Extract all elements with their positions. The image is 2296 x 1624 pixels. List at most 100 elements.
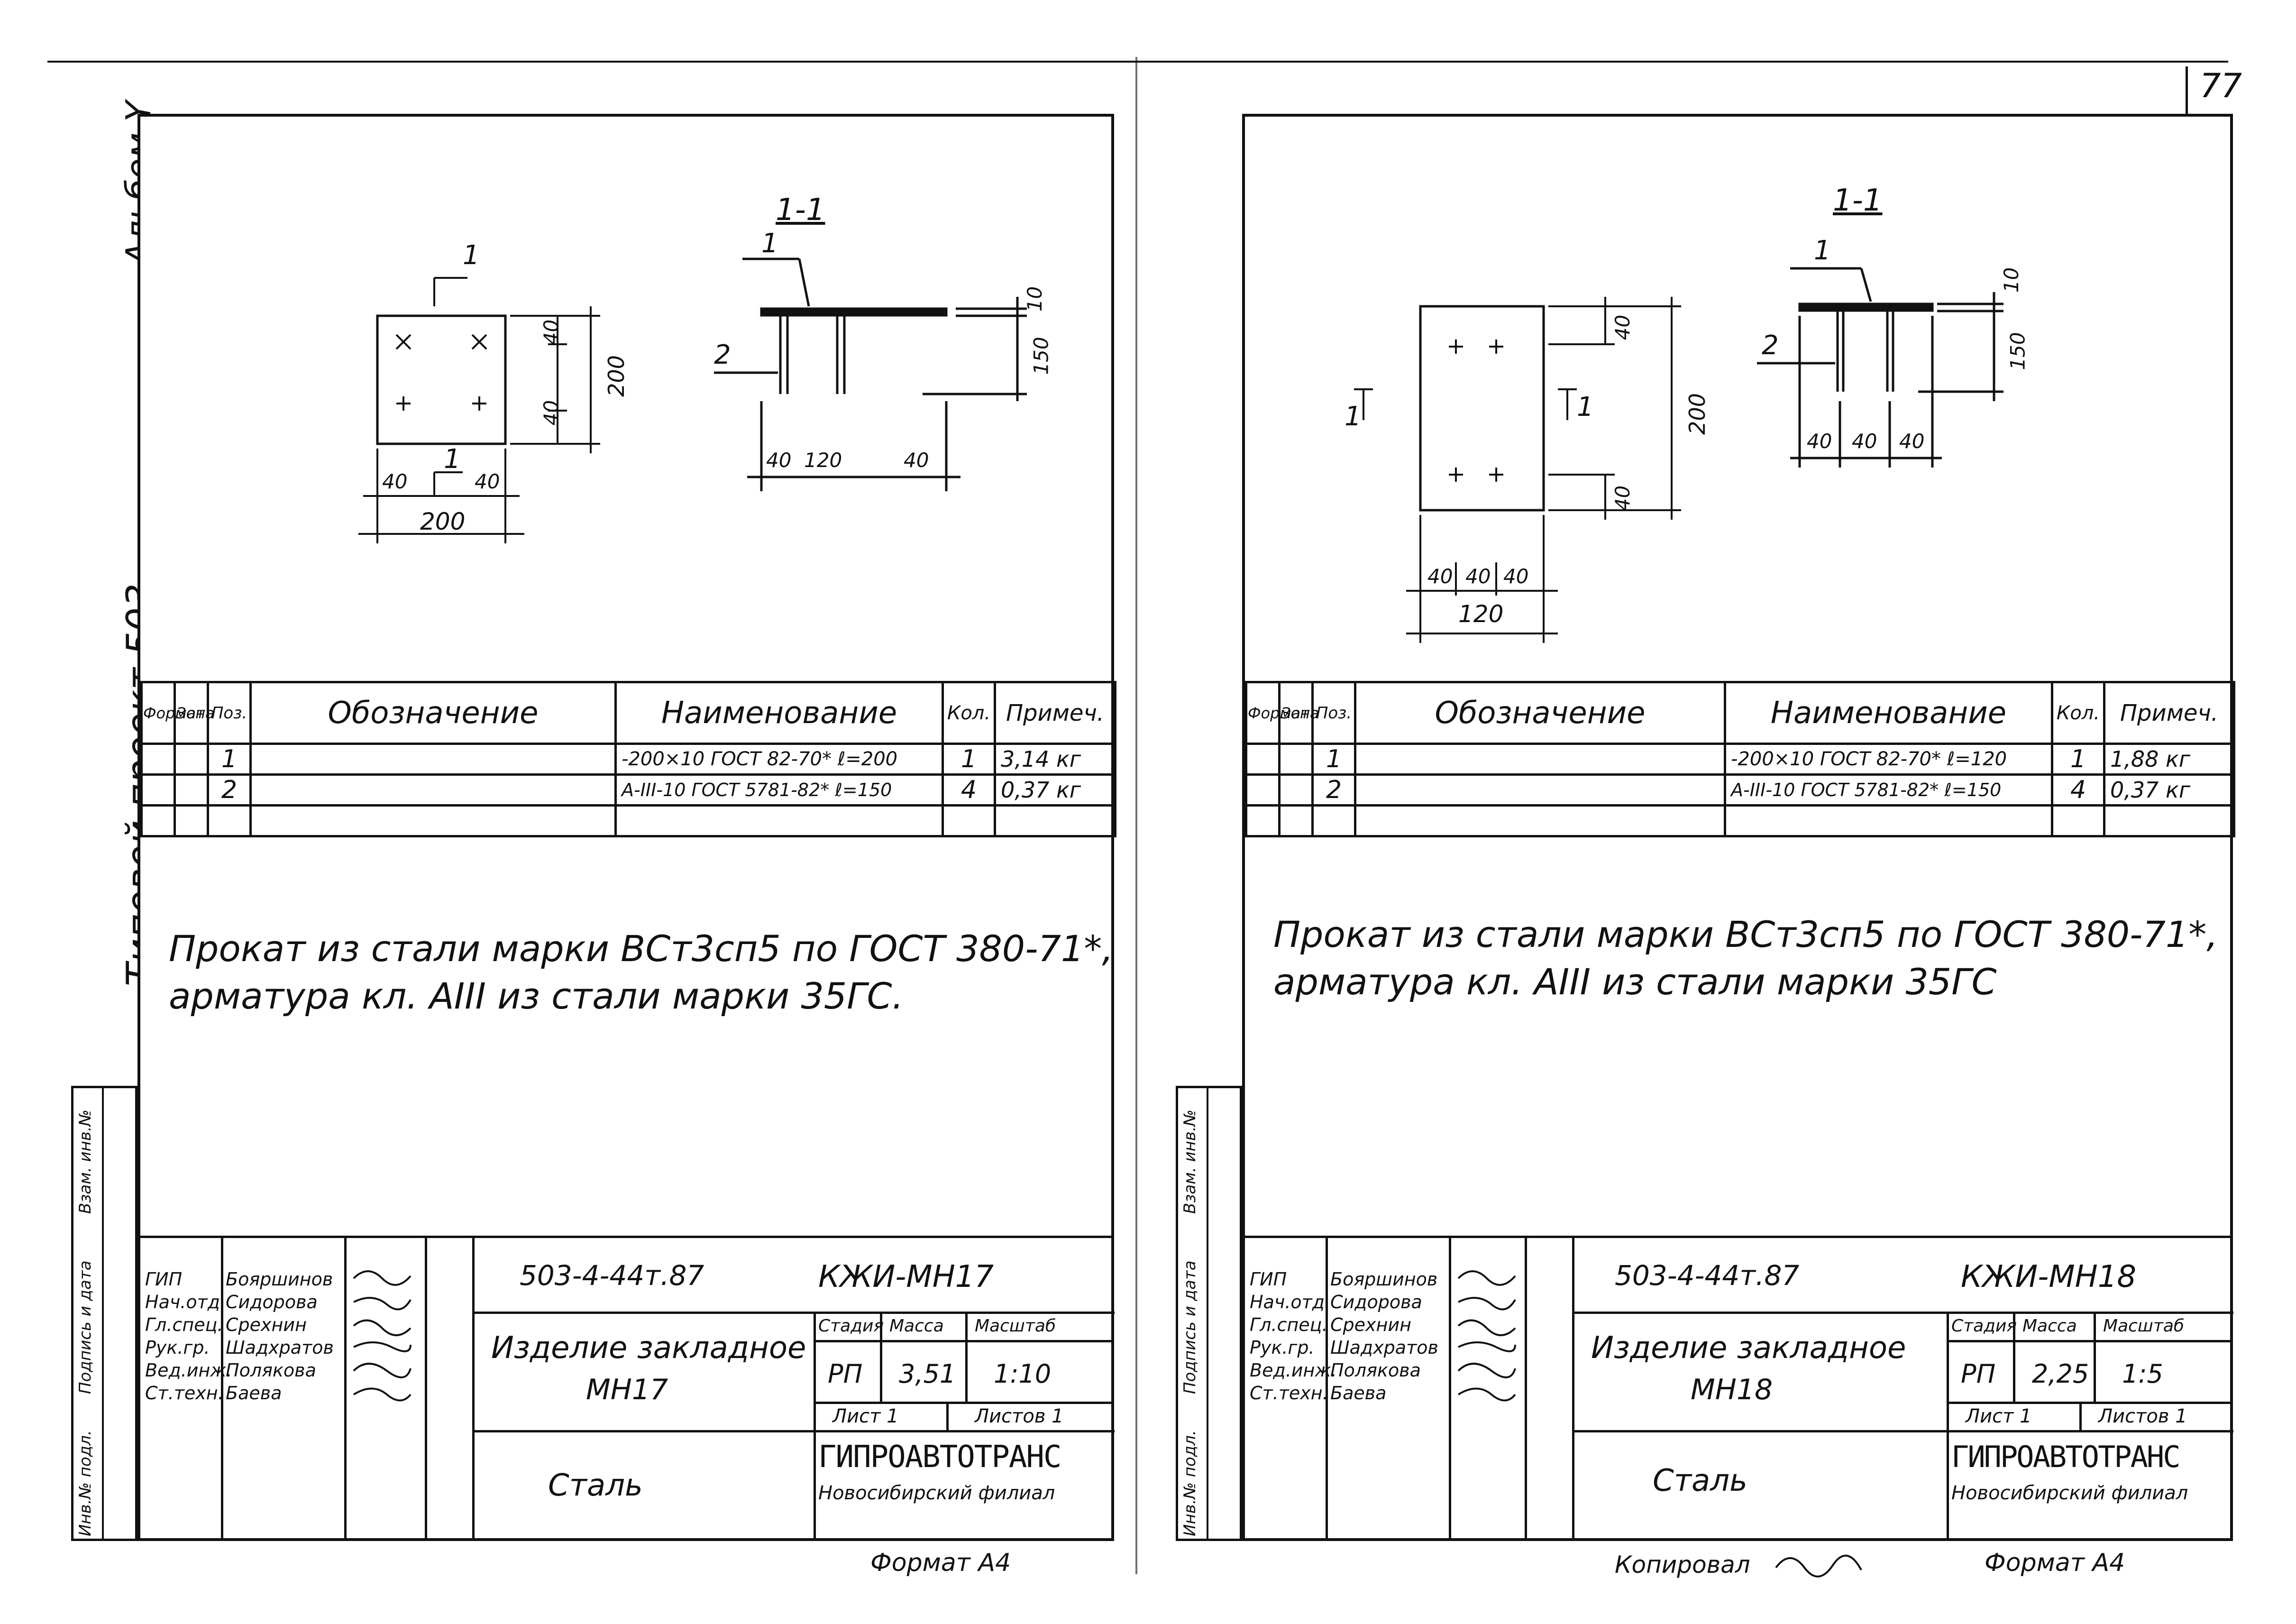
left-row2-qty: 4 (942, 773, 996, 807)
left-stamp-hline-3 (814, 1340, 1112, 1342)
left-section-view (714, 257, 1027, 491)
left-stamp-code: 503-4-44т.87 (520, 1259, 704, 1292)
right-row1-pos: 1 (1311, 743, 1356, 776)
left-margin-label-1: Подпись и дата (76, 1260, 95, 1394)
right-plan-cut-left: 1 (1345, 401, 1362, 432)
right-stamp-vline-1 (1326, 1236, 1328, 1541)
left-stamp-mass-label: Масса (889, 1316, 944, 1336)
right-stamp-sheet-code: КЖИ-МН18 (1961, 1259, 2137, 1294)
right-role-4: Вед.инж. (1250, 1360, 1337, 1381)
right-role-1: Нач.отд. (1250, 1292, 1331, 1312)
left-hdr-name: Наименование (614, 681, 944, 745)
left-margin-divider (102, 1086, 104, 1541)
right-stamp-hline-3 (1947, 1340, 2231, 1342)
right-stamp-vline-2 (1449, 1236, 1451, 1541)
left-stamp-scale: 1:10 (994, 1359, 1052, 1389)
left-plan-edge-right-dim: 40 (475, 470, 500, 493)
left-section-d-right: 40 (904, 449, 929, 472)
left-stamp-vline-3 (425, 1236, 427, 1541)
right-name-2: Срехнин (1330, 1314, 1411, 1335)
right-section-d1: 40 (1807, 430, 1832, 453)
left-role-0: ГИП (145, 1269, 183, 1290)
left-stamp-vline-8 (946, 1402, 949, 1430)
left-role-3: Рук.гр. (145, 1337, 210, 1358)
right-stamp-org-sub: Новосибирский филиал (1951, 1482, 2188, 1504)
right-stamp-title1: Изделие закладное (1591, 1330, 1906, 1366)
left-stamp-org: ГИПРОАВТОТРАНС (818, 1440, 1061, 1475)
left-stamp-hline-2 (475, 1430, 1115, 1432)
right-stamp-material: Сталь (1653, 1463, 1747, 1498)
right-signatures (1457, 1270, 1516, 1402)
left-stamp-mass: 3,51 (899, 1359, 956, 1389)
left-name-1: Сидорова (226, 1292, 318, 1312)
left-stamp-roles: ГИП Нач.отд. Гл.спец. Рук.гр. Вед.инж. С… (145, 1269, 232, 1405)
left-row2-pos: 2 (207, 773, 252, 807)
right-name-3: Шадхратов (1330, 1337, 1438, 1358)
page-number: 77 (2200, 66, 2242, 105)
left-stamp-sheets-label: Листов 1 (975, 1405, 1064, 1427)
left-section-pos2: 2 (714, 339, 731, 370)
right-row1-note: 1,88 кг (2103, 743, 2235, 776)
left-section-title: 1-1 (776, 193, 825, 228)
right-stamp-vline-7 (2094, 1312, 2096, 1402)
right-row1-qty: 1 (2051, 743, 2105, 776)
left-stamp-hline-1 (475, 1312, 1115, 1314)
right-role-2: Гл.спец. (1250, 1314, 1328, 1335)
right-name-5: Баева (1330, 1383, 1387, 1404)
right-stamp-vline-3 (1525, 1236, 1527, 1541)
right-stamp-names: Бояршинов Сидорова Срехнин Шадхратов Пол… (1330, 1269, 1449, 1405)
right-row2-name: А-III-10 ГОСТ 5781-82* ℓ=150 (1724, 773, 2053, 807)
right-stamp-code: 503-4-44т.87 (1615, 1259, 1800, 1292)
right-row1-name: -200×10 ГОСТ 82-70* ℓ=120 (1724, 743, 2053, 776)
right-margin-label-1: Подпись и дата (1180, 1260, 1199, 1394)
left-name-5: Баева (226, 1383, 282, 1404)
right-stamp-vline-5 (1947, 1312, 1949, 1541)
right-row2-qty: 4 (2051, 773, 2105, 807)
left-row2-name: А-III-10 ГОСТ 5781-82* ℓ=150 (614, 773, 944, 807)
left-plan-width-dim: 200 (420, 508, 466, 535)
right-section-d3: 40 (1899, 430, 1925, 453)
left-note-line1: Прокат из стали марки ВСт3сп5 по ГОСТ 38… (169, 927, 1114, 970)
right-stamp-stage: РП (1961, 1359, 1996, 1389)
left-format-label: Формат А4 (870, 1549, 1011, 1577)
right-plan-w2: 40 (1465, 565, 1491, 588)
right-stamp-scale: 1:5 (2122, 1359, 2163, 1389)
right-stamp-vline-6 (2013, 1312, 2015, 1402)
right-plan-w1: 40 (1427, 565, 1453, 588)
right-section-thick: 10 (2000, 267, 2023, 293)
left-section-pos1: 1 (761, 228, 778, 259)
left-plan-cut-mark-bottom: 1 (444, 444, 461, 475)
page-number-bar (2186, 66, 2188, 114)
left-name-0: Бояршинов (226, 1269, 333, 1290)
right-stamp-sheets-label: Листов 1 (2098, 1405, 2187, 1427)
right-hdr-designation: Обозначение (1354, 681, 1726, 745)
left-stamp-org-sub: Новосибирский филиал (818, 1482, 1055, 1504)
right-stamp-vline-8 (2079, 1402, 2082, 1430)
right-plan-w3: 40 (1503, 565, 1529, 588)
right-hdr-note: Примеч. (2103, 681, 2235, 745)
left-row1-pos: 1 (207, 743, 252, 776)
right-title-block (1242, 1236, 2233, 1541)
left-section-thick-dim: 10 (1023, 286, 1047, 312)
left-row1-name: -200×10 ГОСТ 82-70* ℓ=200 (614, 743, 944, 776)
right-section-pos2: 2 (1762, 330, 1779, 361)
right-stamp-hline-1 (1574, 1312, 2233, 1314)
right-stamp-sheet-label: Лист 1 (1966, 1405, 2032, 1427)
table-row: 1 -200×10 ГОСТ 82-70* ℓ=200 1 3,14 кг (140, 743, 1116, 776)
left-hdr-designation: Обозначение (249, 681, 617, 745)
center-fold-line (1135, 57, 1137, 1574)
right-note-line1: Прокат из стали марки ВСт3сп5 по ГОСТ 38… (1273, 913, 2218, 955)
left-sheet: 1 1 200 40 40 40 40 200 1-1 1 2 10 150 4… (137, 114, 1116, 1577)
right-sheet: 1 1 200 40 40 40 40 40 120 1-1 1 2 10 15… (1242, 114, 2235, 1578)
left-section-d-mid: 120 (804, 449, 842, 472)
left-hdr-format: Формат (140, 681, 205, 745)
right-name-4: Полякова (1330, 1360, 1421, 1381)
right-name-1: Сидорова (1330, 1292, 1422, 1312)
right-section-d2: 40 (1852, 430, 1877, 453)
right-stamp-stage-label: Стадия (1951, 1316, 2017, 1336)
right-stamp-mass: 2,25 (2032, 1359, 2089, 1389)
left-stamp-scale-label: Масштаб (975, 1316, 1056, 1336)
left-stamp-stage-label: Стадия (818, 1316, 884, 1336)
right-margin-label-2: Взам. инв.№ (1180, 1109, 1199, 1214)
right-plan-cut-right: 1 (1577, 392, 1594, 422)
